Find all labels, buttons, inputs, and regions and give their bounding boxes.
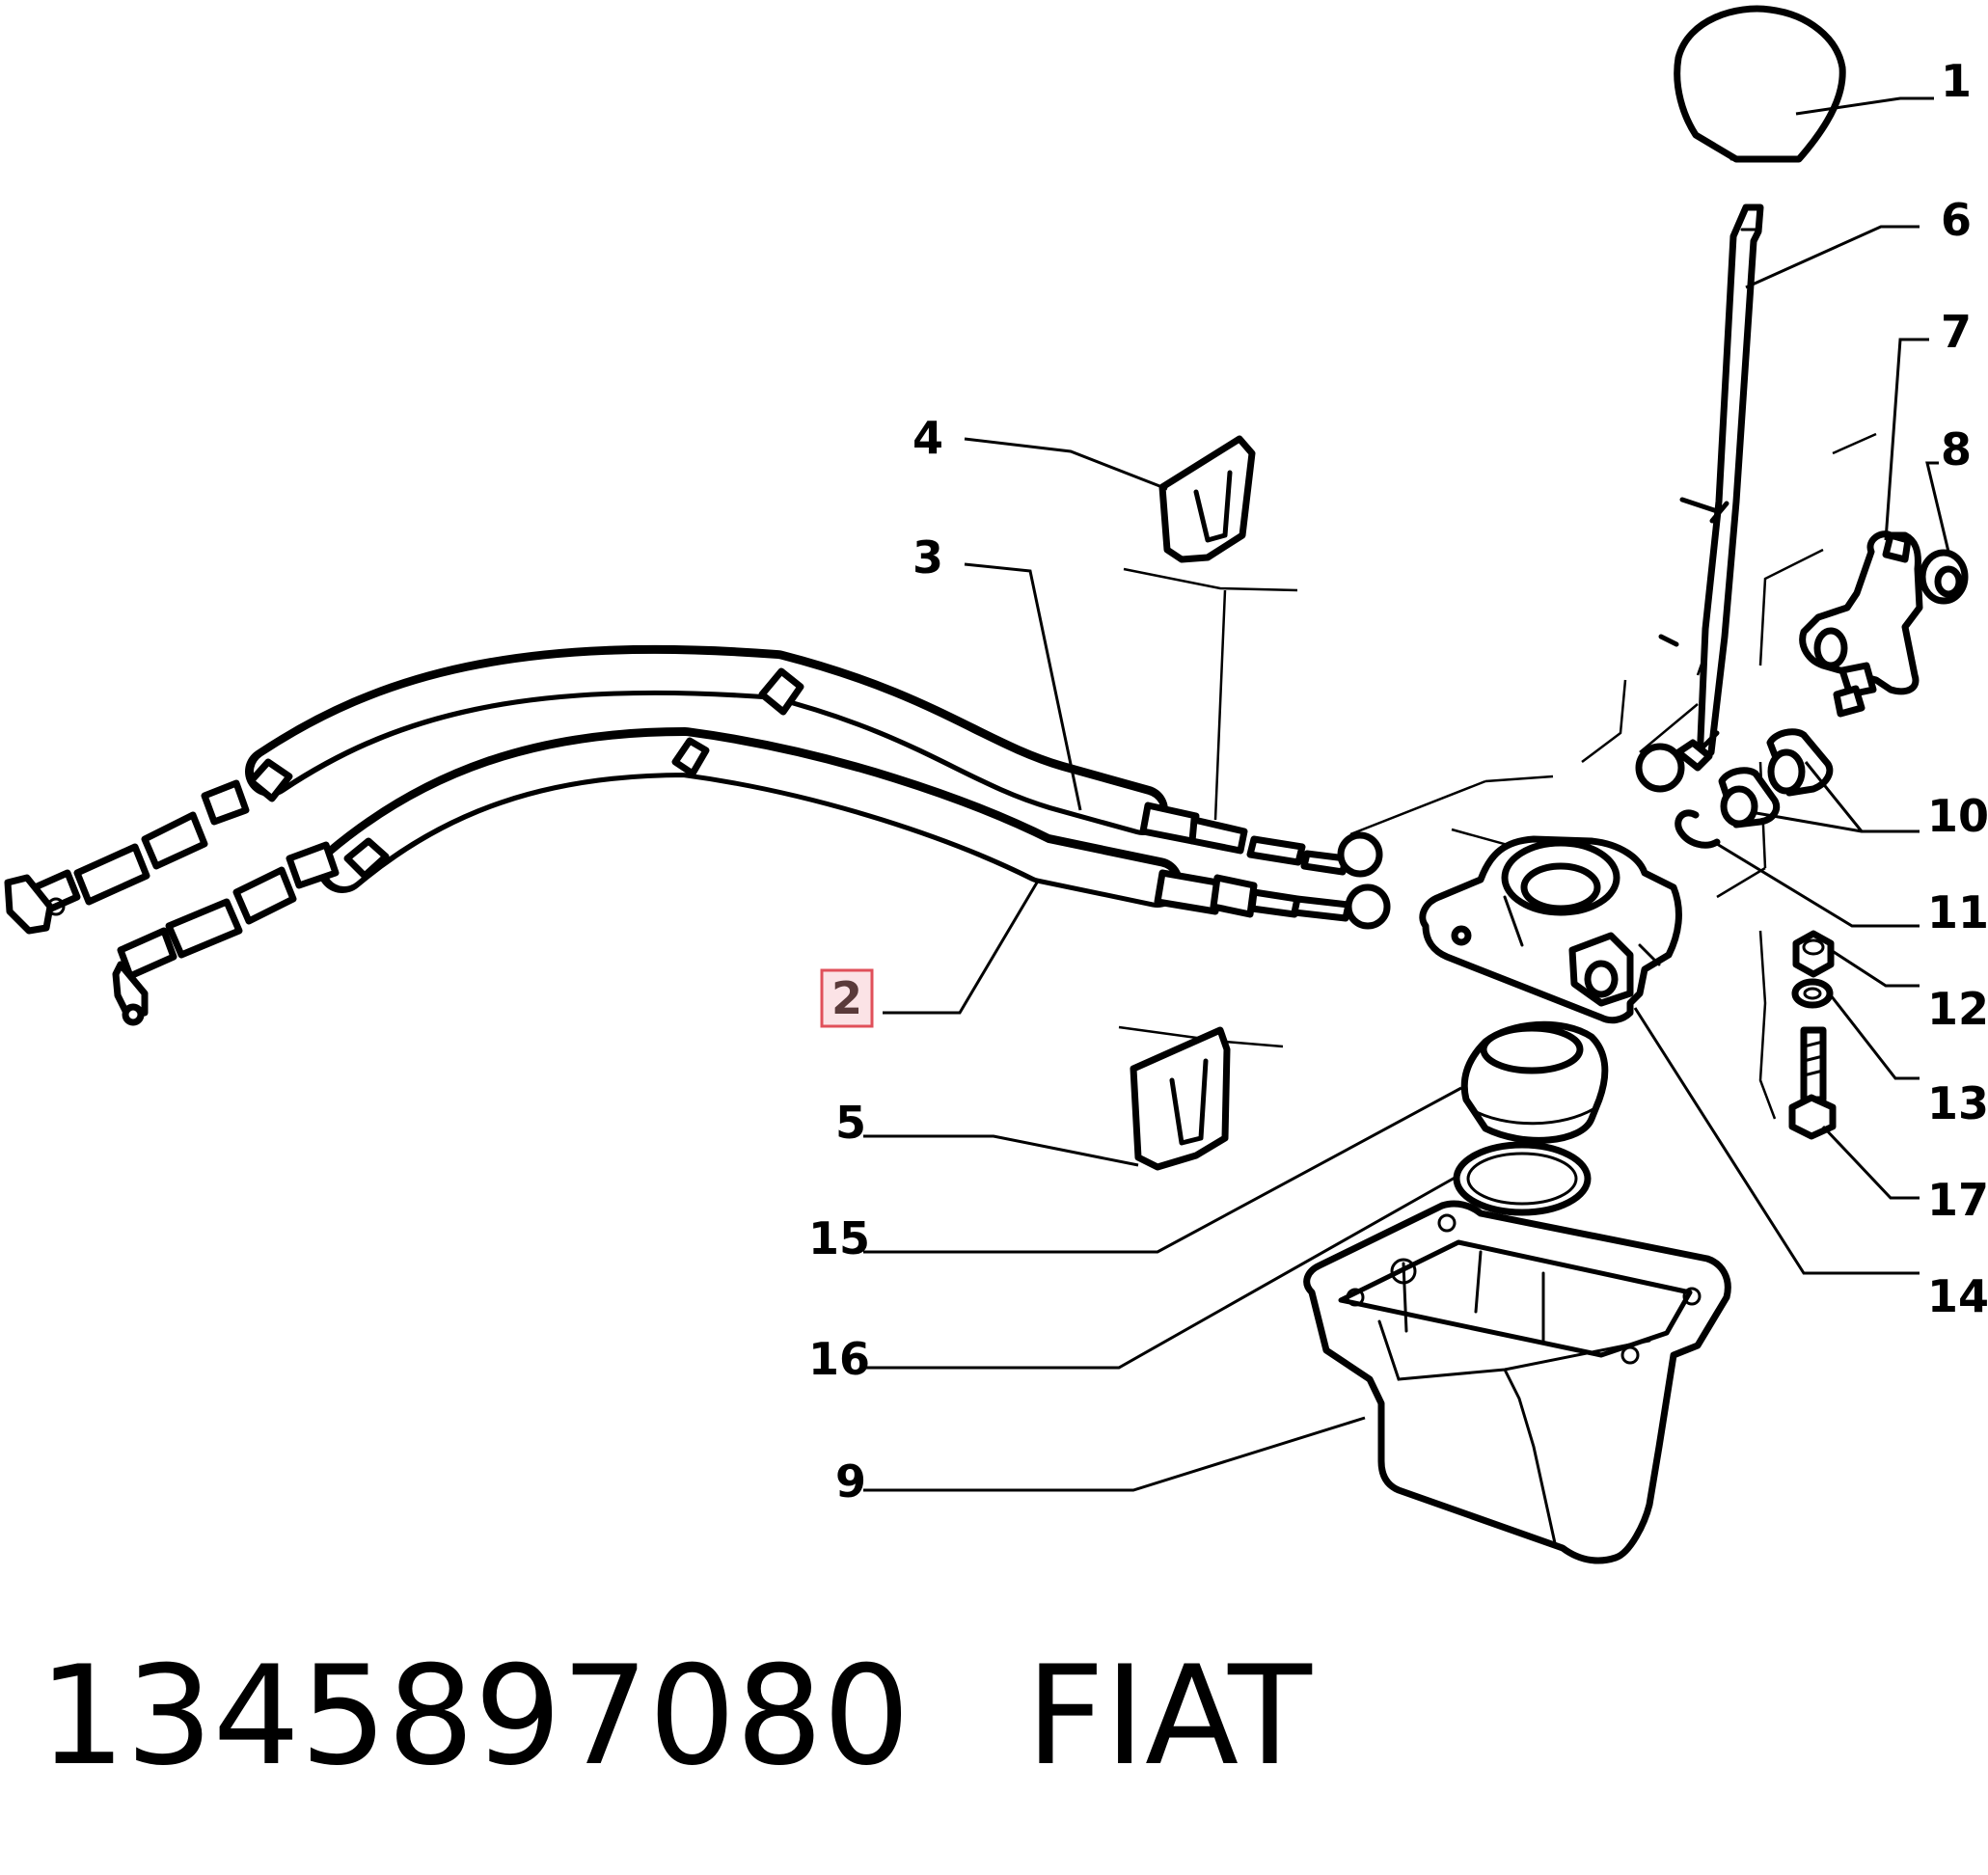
leader-5 (863, 1134, 1139, 1167)
callout-4: 4 (912, 412, 943, 464)
leader-3 (964, 562, 1082, 811)
bush-part-8 (1919, 549, 1969, 605)
callout-2[interactable]: 2 (831, 972, 862, 1024)
leader-14 (1633, 1007, 1920, 1275)
callout-15: 15 (808, 1212, 870, 1264)
callout-9: 9 (835, 1455, 866, 1508)
callout-12: 12 (1927, 983, 1988, 1035)
gear-boot-seal (1460, 1020, 1609, 1144)
callout-labels: 1 2 3 4 5 6 7 8 9 10 11 12 13 14 15 16 1… (808, 55, 1988, 1508)
callout-6: 6 (1941, 194, 1972, 246)
leader-4 (964, 437, 1168, 491)
part-caption: 1345897080 FIAT (39, 1630, 1312, 1804)
leader-6 (1745, 225, 1920, 289)
gear-lever (1635, 204, 1764, 793)
leader-9 (863, 1416, 1366, 1492)
washer-part-13 (1791, 978, 1834, 1009)
nut-part-12 (1792, 930, 1835, 978)
cable-clip-upper (1158, 435, 1256, 563)
lever-housing (1419, 835, 1682, 1024)
callout-5: 5 (835, 1097, 866, 1149)
leader-8 (1925, 461, 1950, 553)
shift-knob (1674, 5, 1846, 163)
callout-7: 7 (1941, 306, 1972, 358)
leader-16 (863, 1175, 1457, 1370)
callout-2-highlight (820, 968, 874, 1028)
bushes-part-10 (1718, 728, 1834, 829)
selector-bracket (1799, 530, 1923, 718)
callout-1: 1 (1941, 55, 1972, 107)
gear-cables (4, 644, 1391, 1026)
leader-7 (1884, 338, 1929, 541)
brand-name: FIAT (1025, 1637, 1312, 1796)
leader-1 (1795, 96, 1934, 116)
leader-lines (863, 96, 1950, 1492)
callout-13: 13 (1927, 1077, 1988, 1129)
leader-11 (1716, 842, 1920, 928)
callout-8: 8 (1941, 423, 1972, 476)
housing-tray (1303, 1200, 1731, 1564)
part-number: 1345897080 (39, 1637, 911, 1796)
circlip (1675, 809, 1721, 849)
leader-12 (1830, 948, 1920, 988)
o-ring (1453, 1141, 1592, 1216)
leader-10 (1750, 761, 1920, 833)
callout-11: 11 (1927, 886, 1988, 938)
callout-17: 17 (1927, 1174, 1988, 1226)
leader-2 (883, 882, 1039, 1015)
bolt-part-17 (1788, 1026, 1837, 1140)
cable-clip-lower (1130, 1026, 1231, 1171)
callout-14: 14 (1927, 1270, 1988, 1322)
leader-17 (1821, 1125, 1920, 1200)
callout-16: 16 (808, 1333, 870, 1385)
callout-10: 10 (1927, 790, 1988, 842)
leader-15 (863, 1086, 1462, 1254)
callout-3: 3 (912, 531, 943, 584)
leader-13 (1829, 994, 1920, 1080)
